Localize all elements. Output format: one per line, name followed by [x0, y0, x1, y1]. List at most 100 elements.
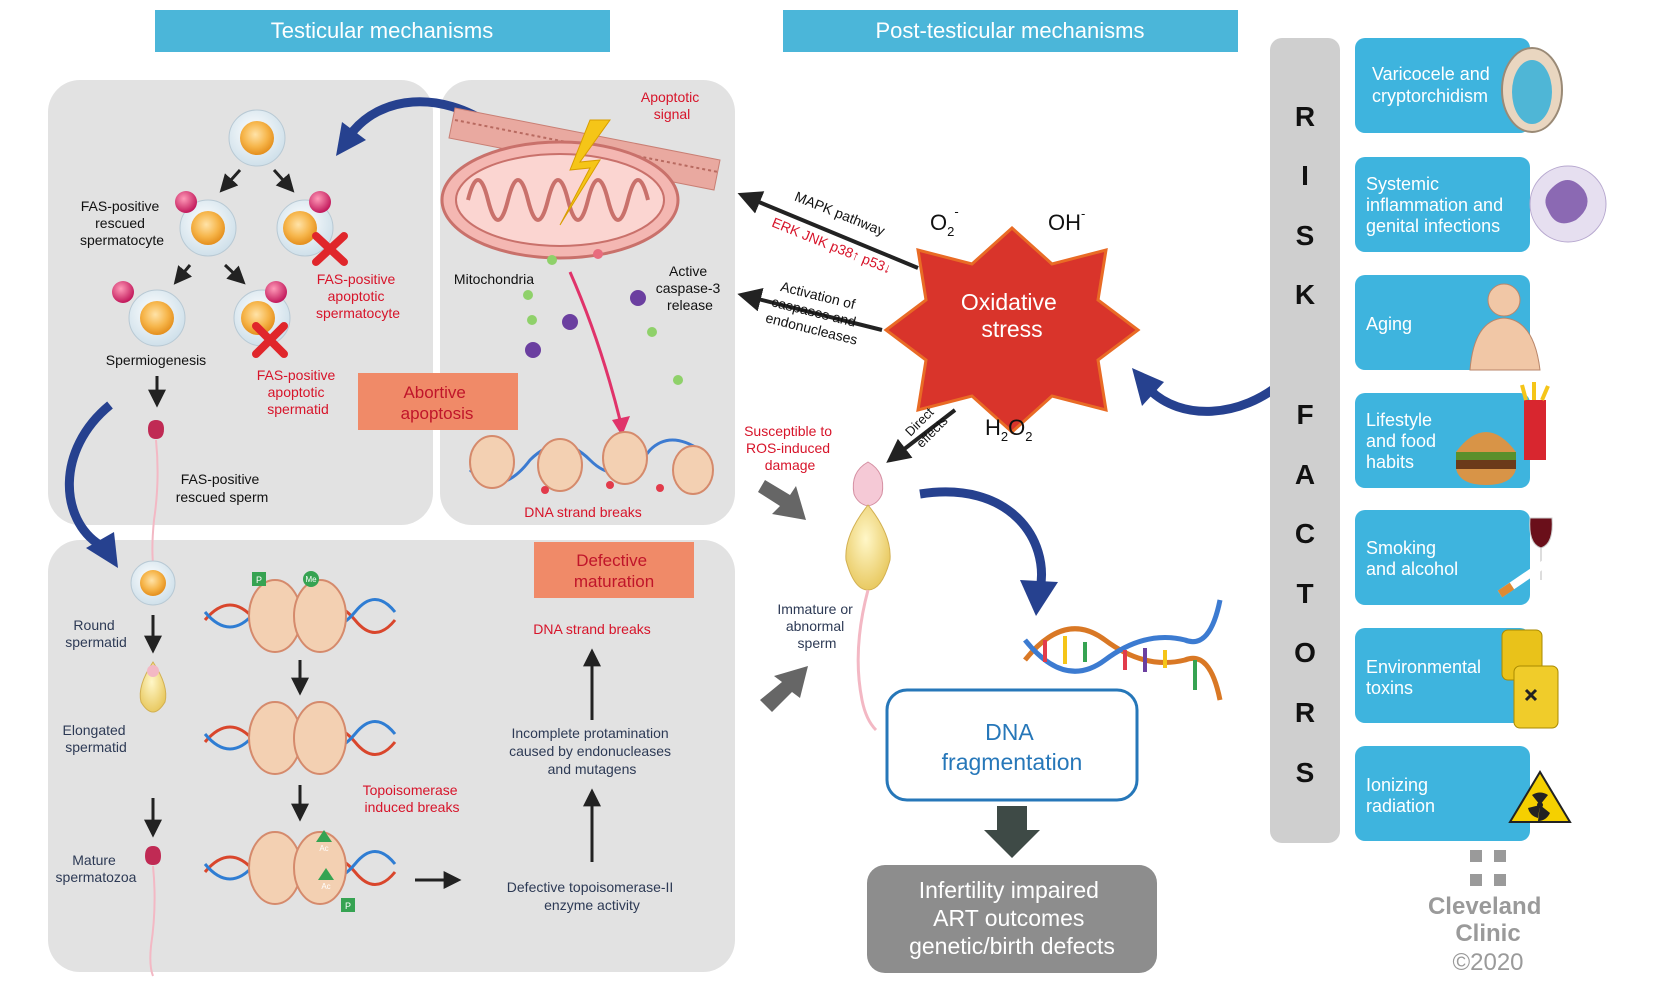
- down-arrow-outcome: [984, 806, 1040, 858]
- fas-receptor-icon: [175, 191, 197, 213]
- fas-receptor-icon: [265, 281, 287, 303]
- blue-arrowhead: [86, 532, 118, 568]
- testicular-header: Testicular mechanisms: [155, 10, 610, 52]
- abortive-apoptosis-box: Abortive apoptosis: [358, 373, 518, 430]
- testicular-header-text: Testicular mechanisms: [271, 18, 494, 43]
- toxic-barrel-icon: [1501, 629, 1559, 729]
- fas-receptor-icon: [309, 191, 331, 213]
- tree-arrow: [219, 168, 242, 193]
- direct-effects-arrow: [886, 408, 957, 463]
- spermiogenesis-label: Spermiogenesis: [106, 352, 206, 368]
- svg-text:C: C: [1295, 518, 1315, 549]
- tree-arrow: [223, 263, 246, 285]
- caspase-label: Active caspase-3 release: [656, 263, 724, 313]
- tree-arrow: [272, 168, 295, 193]
- svg-text:R: R: [1295, 697, 1315, 728]
- post-testicular-header-text: Post-testicular mechanisms: [876, 18, 1145, 43]
- svg-text:DNA fragmentation: DNA fragmentation: [942, 719, 1083, 775]
- svg-text:I: I: [1301, 160, 1309, 191]
- lightning-icon: [559, 119, 611, 226]
- svg-text:Ac: Ac: [319, 844, 328, 853]
- cell-top: [228, 109, 286, 167]
- tree-arrow: [173, 264, 193, 285]
- cell-tree: [112, 109, 348, 358]
- blue-arrowhead: [336, 122, 366, 156]
- defective-topo-label: Defective topoisomerase-II enzyme activi…: [507, 879, 677, 913]
- blue-arrow-to-maturation: [64, 401, 113, 549]
- post-testicular-header: Post-testicular mechanisms: [783, 10, 1238, 52]
- cell-spermiogenesis: [112, 281, 186, 347]
- defective-maturation-box: Defective maturation: [534, 542, 694, 598]
- radiation-icon: [1508, 770, 1572, 823]
- svg-text:S: S: [1296, 757, 1315, 788]
- mitochondria-label: Mitochondria: [454, 271, 534, 287]
- maturation-panel: [48, 540, 735, 972]
- svg-text:A: A: [1295, 459, 1315, 490]
- risk-letters: R I S K F A C T O R S: [1294, 101, 1316, 788]
- svg-text:Infertility impaired ART: Infertility impaired ART outcomes geneti…: [909, 877, 1115, 959]
- elongated-spermatid-icon: [139, 661, 167, 713]
- h2o2-label: H2O2: [985, 415, 1032, 444]
- oxidative-stress-label: Oxidative stress: [961, 289, 1063, 342]
- risk-factors-bar: [1270, 38, 1340, 843]
- blue-arrow-risk-to-stress: [1146, 376, 1288, 416]
- round-spermatid-icon: [130, 560, 176, 606]
- blue-arrowhead: [1020, 580, 1058, 616]
- fas-apoptotic-spermatocyte-label: FAS-positive apoptotic spermatocyte: [316, 271, 400, 321]
- activation-arrow: [737, 288, 883, 332]
- cell-apoptotic-spermatocyte: [276, 191, 348, 266]
- released-particles: [523, 249, 683, 385]
- hydroxyl-label: OH-: [1048, 206, 1085, 235]
- topoisomerase-breaks-label: Topoisomerase induced breaks: [363, 782, 462, 815]
- cell-apoptotic-spermatid: [233, 281, 291, 358]
- cell-rescued-spermatocyte: [175, 191, 237, 257]
- chromatin-row-3: Ac Ac P: [203, 830, 397, 912]
- elderly-man-icon: [1469, 283, 1541, 371]
- blue-arrowhead: [1132, 368, 1164, 406]
- immune-cell-icon: [1529, 165, 1607, 243]
- incomplete-protamination-label: Incomplete protamination caused by endon…: [509, 725, 675, 777]
- susceptible-label: Susceptible to ROS-induced damage: [744, 423, 836, 473]
- dna-chromatin-mito: [468, 431, 714, 495]
- svg-text:Defective maturation: Defective maturation: [574, 551, 654, 591]
- superoxide-label: O2-: [930, 204, 959, 239]
- chromatin-row-1: P Me: [203, 571, 397, 653]
- cross-icon: [312, 232, 348, 266]
- grey-arrow-lower: [760, 666, 808, 712]
- burger-icon: [1456, 382, 1550, 485]
- mito-dna-breaks-label: DNA strand breaks: [524, 504, 642, 520]
- mitochondria-icon: [440, 107, 721, 260]
- apoptotic-signal-label: Apoptotic signal: [641, 89, 703, 122]
- risk-tile-aging: Aging: [1355, 275, 1541, 371]
- chromatin-row-2: [203, 701, 397, 775]
- fas-rescued-spermatocyte-label: FAS-positive rescued spermatocyte: [80, 198, 164, 248]
- svg-text:Abortive apoptosis: Abortive apoptosis: [401, 383, 474, 423]
- svg-text:Ac: Ac: [321, 882, 330, 891]
- svg-text:Cleveland Clinic: Cleveland Clinic: [1428, 893, 1548, 947]
- oxidative-stress-star: Oxidative stress: [883, 225, 1141, 435]
- dna-helix-icon: [1023, 599, 1223, 701]
- fas-receptor-icon: [112, 281, 134, 303]
- grey-arrow-upper: [758, 480, 806, 520]
- abnormal-sperm-icon: [845, 461, 891, 732]
- copyright-label: ©2020: [1452, 949, 1523, 976]
- elongated-spermatid-label: Elongated spermatid: [63, 722, 130, 755]
- cigarette-wine-icon: [1497, 517, 1553, 598]
- pink-arrow: [568, 271, 622, 421]
- dna-fragmentation-box: DNA fragmentation: [885, 688, 1139, 802]
- mapk-arrow: [737, 191, 919, 270]
- fas-rescued-sperm-label: FAS-positive rescued sperm: [176, 471, 269, 505]
- svg-text:P: P: [256, 575, 262, 585]
